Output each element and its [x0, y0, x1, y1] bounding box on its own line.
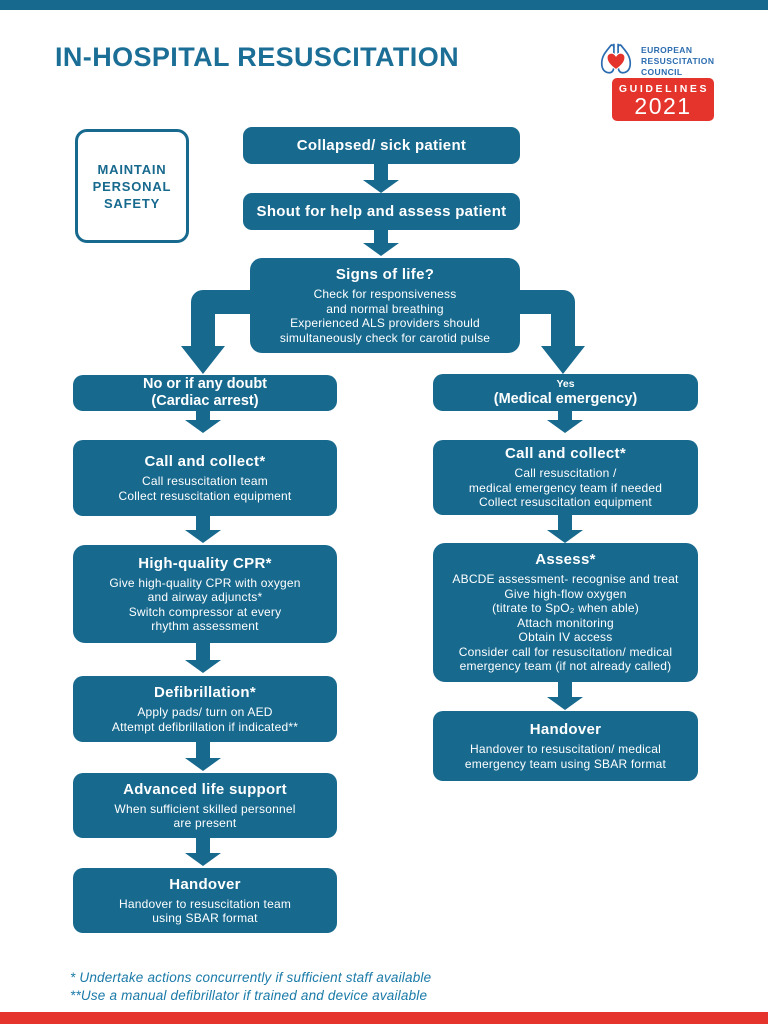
- erc-org-name: EUROPEAN RESUSCITATION COUNCIL: [641, 45, 714, 78]
- box-text-line: emergency team using SBAR format: [464, 756, 667, 771]
- branch-label-line: (Cardiac arrest): [151, 393, 259, 409]
- arrow-down-icon: [185, 411, 221, 433]
- safety-line: PERSONAL: [92, 178, 172, 194]
- box-text-line: medical emergency team if needed: [468, 480, 663, 495]
- box-title: High-quality CPR*: [138, 554, 272, 572]
- arrow-down-icon: [185, 516, 221, 543]
- box-title: Signs of life?: [335, 266, 435, 283]
- branch-label-line: No or if any doubt: [142, 376, 268, 392]
- box-text-line: Consider call for resuscitation/ medical: [458, 644, 673, 659]
- box-collapsed-sick-patient: Collapsed/ sick patient: [243, 127, 520, 164]
- box-text-line: and normal breathing: [326, 301, 444, 316]
- box-text-line: emergency team (if not already called): [459, 659, 672, 674]
- box-text-line: simultaneously check for carotid pulse: [279, 330, 491, 345]
- box-text-line: Handover to resuscitation team: [118, 896, 292, 911]
- box-text-line: are present: [173, 816, 237, 830]
- box-title: Handover: [529, 721, 602, 738]
- box-title: Assess*: [535, 551, 596, 569]
- box-title: Call and collect*: [144, 453, 266, 470]
- box-text-line: Experienced ALS providers should: [290, 316, 480, 330]
- erc-org-line: RESUSCITATION: [641, 56, 715, 66]
- erc-org-line: EUROPEAN: [641, 45, 693, 55]
- box-title: Advanced life support: [123, 780, 287, 798]
- safety-line: MAINTAIN: [97, 161, 167, 177]
- arrow-down-icon: [547, 515, 583, 543]
- box-assess: Assess* ABCDE assessment- recognise and …: [433, 543, 698, 682]
- box-advanced-life-support: Advanced life support When sufficient sk…: [73, 773, 337, 838]
- page-title: IN-HOSPITAL RESUSCITATION: [55, 42, 460, 72]
- arrow-down-icon: [185, 838, 221, 866]
- arrow-down-icon: [185, 742, 221, 771]
- box-call-and-collect-left: Call and collect* Call resuscitation tea…: [73, 440, 337, 516]
- box-text-line: Switch compressor at every: [128, 604, 282, 619]
- box-text-line: Call resuscitation /: [514, 466, 617, 481]
- arrow-down-icon: [547, 682, 583, 710]
- box-call-and-collect-right: Call and collect* Call resuscitation / m…: [433, 440, 698, 515]
- bottom-accent-bar: [0, 1012, 768, 1024]
- footnote-line: * Undertake actions concurrently if suff…: [70, 970, 432, 985]
- arrow-down-icon: [363, 230, 399, 256]
- erc-org-line: COUNCIL: [641, 67, 683, 77]
- box-text-line: Give high-flow oxygen: [504, 586, 627, 601]
- box-text-line: Collect resuscitation equipment: [479, 495, 652, 510]
- box-handover-left: Handover Handover to resuscitation team …: [73, 868, 337, 933]
- arrow-down-icon: [363, 164, 399, 193]
- box-text-line: Attach monitoring: [517, 615, 614, 630]
- box-text-line: Apply pads/ turn on AED: [137, 705, 273, 719]
- box-shout-for-help: Shout for help and assess patient: [243, 193, 520, 230]
- box-text-line: When sufficient skilled personnel: [114, 801, 296, 816]
- top-accent-bar: [0, 0, 768, 10]
- box-text-line: using SBAR format: [152, 911, 258, 925]
- box-title: Call and collect*: [505, 445, 626, 463]
- box-high-quality-cpr: High-quality CPR* Give high-quality CPR …: [73, 545, 337, 643]
- safety-line: SAFETY: [103, 195, 161, 211]
- guidelines-2021-badge: GUIDELINES 2021: [612, 78, 714, 121]
- maintain-personal-safety-box: MAINTAIN PERSONAL SAFETY: [75, 129, 189, 243]
- branch-label-line: Yes: [556, 377, 575, 390]
- box-text-line: Check for responsiveness: [313, 287, 457, 301]
- box-title: Collapsed/ sick patient: [296, 137, 467, 154]
- footnote-line: **Use a manual defibrillator if trained …: [70, 988, 428, 1003]
- box-title: Shout for help and assess patient: [256, 203, 507, 220]
- box-text-line: Collect resuscitation equipment: [118, 488, 292, 503]
- box-text-line: Handover to resuscitation/ medical: [470, 742, 661, 756]
- footnotes: * Undertake actions concurrently if suff…: [70, 969, 431, 1005]
- box-handover-right: Handover Handover to resuscitation/ medi…: [433, 711, 698, 781]
- box-no-cardiac-arrest: No or if any doubt (Cardiac arrest): [73, 375, 337, 411]
- erc-lungs-heart-icon: [600, 43, 632, 74]
- box-signs-of-life: Signs of life? Check for responsiveness …: [250, 258, 520, 353]
- box-text-line: rhythm assessment: [151, 619, 259, 633]
- box-title: Defibrillation*: [153, 684, 256, 701]
- box-text-line: Give high-quality CPR with oxygen: [109, 575, 301, 590]
- box-text-line: Attempt defibrillation if indicated**: [111, 719, 299, 734]
- arrow-down-icon: [185, 643, 221, 673]
- box-yes-medical-emergency: Yes (Medical emergency): [433, 374, 698, 411]
- box-text-line: ABCDE assessment- recognise and treat: [452, 572, 679, 587]
- branch-arrow-right-icon: [510, 290, 585, 374]
- box-text-line: Obtain IV access: [518, 630, 613, 645]
- box-text-line: (titrate to SpO₂ when able): [492, 601, 639, 616]
- guidelines-year: 2021: [634, 92, 692, 119]
- branch-label-line: (Medical emergency): [493, 390, 638, 407]
- branch-arrow-left-icon: [181, 290, 256, 374]
- guidelines-label: GUIDELINES: [618, 82, 710, 95]
- box-title: Handover: [169, 875, 241, 893]
- box-defibrillation: Defibrillation* Apply pads/ turn on AED …: [73, 676, 337, 742]
- box-text-line: Call resuscitation team: [142, 474, 268, 488]
- arrow-down-icon: [547, 410, 583, 433]
- box-text-line: and airway adjuncts*: [147, 590, 263, 604]
